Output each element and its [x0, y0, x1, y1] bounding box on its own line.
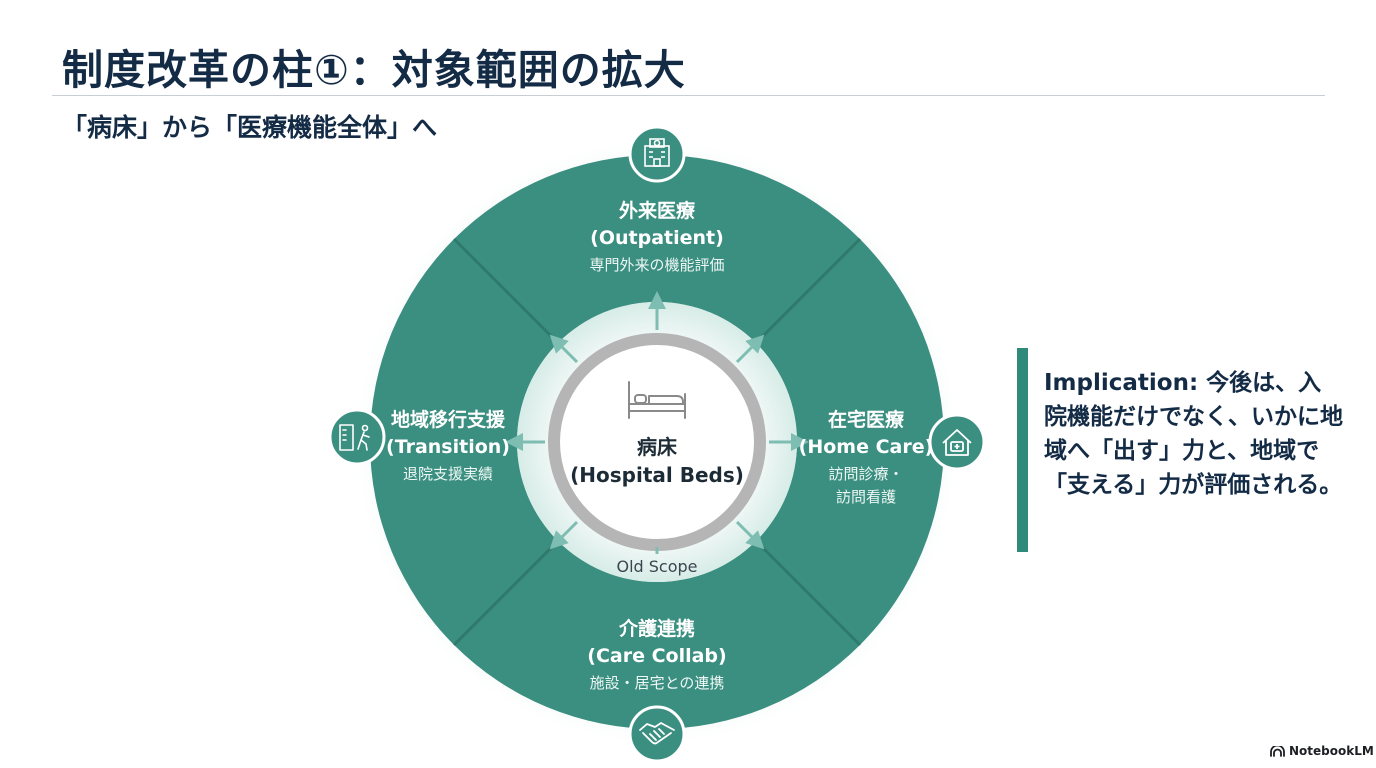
- arrow-bottom-right: [735, 520, 765, 550]
- hospital-building-icon: [628, 125, 686, 183]
- segment-transition: 地域移行支援 (Transition) 退院支援実績: [386, 407, 510, 486]
- expansion-arrows: [505, 291, 809, 554]
- segment-home-care-title: 在宅医療: [827, 409, 904, 431]
- segment-outpatient-title: 外来医療: [618, 200, 696, 222]
- old-scope-label: Old Scope: [616, 557, 698, 576]
- segment-home-care-detail-2: 訪問看護: [835, 488, 896, 506]
- home-medical-icon: [928, 413, 986, 471]
- segment-outpatient: 外来医療 (Outpatient) 専門外来の機能評価: [589, 198, 724, 277]
- old-scope-ring: [548, 333, 766, 551]
- brand-name: NotebookLM: [1289, 744, 1374, 758]
- segment-transition-title: 地域移行支援: [390, 409, 505, 431]
- segment-transition-detail: 退院支援実績: [402, 465, 493, 483]
- segment-care-collab-english: (Care Collab): [587, 645, 727, 667]
- page-subtitle: 「病床」から「医療機能全体」へ: [62, 113, 438, 142]
- segment-home-care: 在宅医療 (Home Care) 訪問診療・ 訪問看護: [799, 407, 934, 509]
- arrow-bottom-left: [549, 520, 579, 550]
- title-divider: [52, 95, 1325, 96]
- segment-care-collab-detail: 施設・居宅との連携: [589, 674, 725, 692]
- segment-outpatient-detail: 専門外来の機能評価: [589, 256, 725, 274]
- segment-home-care-english: (Home Care): [798, 436, 934, 458]
- hospital-bed-icon: [628, 381, 686, 419]
- discharge-walking-icon: [328, 408, 386, 466]
- implication-accent-bar: [1017, 348, 1028, 552]
- arrow-top-right: [735, 334, 765, 364]
- segment-outpatient-english: (Outpatient): [590, 227, 724, 249]
- notebooklm-brand: NotebookLM: [1270, 744, 1374, 758]
- segment-home-care-detail-1: 訪問診療・: [828, 465, 904, 483]
- notebooklm-logo-icon: [1270, 745, 1285, 757]
- segment-care-collab-title: 介護連携: [618, 618, 696, 640]
- center-title: 病床: [637, 435, 677, 459]
- ring-dividers: [452, 237, 862, 647]
- segment-care-collab: 介護連携 (Care Collab) 施設・居宅との連携: [587, 616, 726, 695]
- arrow-top-left: [549, 334, 579, 364]
- handshake-icon: [628, 705, 686, 763]
- center-label: 病床 (Hospital Beds): [570, 433, 744, 489]
- page-title: 制度改革の柱①：対象範囲の拡大: [62, 46, 686, 94]
- center-subtitle: (Hospital Beds): [570, 463, 744, 487]
- segment-transition-english: (Transition): [386, 436, 510, 458]
- implication-text: Implication: 今後は、入院機能だけでなく、いかに地域へ「出す」力と、…: [1044, 370, 1343, 498]
